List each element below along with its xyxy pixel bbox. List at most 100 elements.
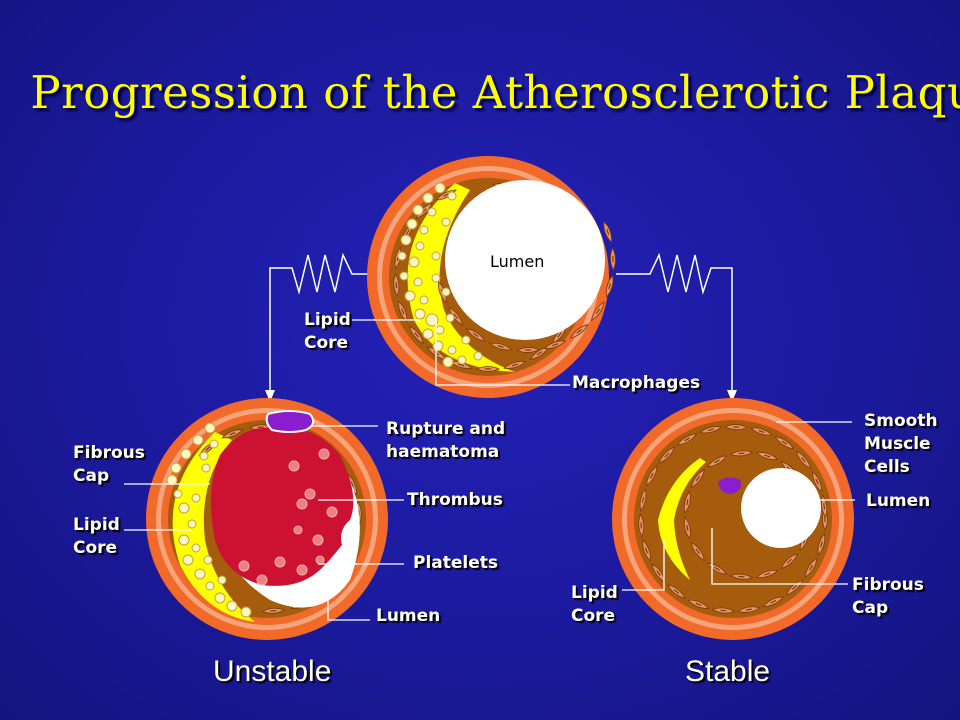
macrophage: [187, 519, 197, 529]
smooth-muscle-cell-nucleus: [684, 437, 690, 442]
macrophage: [415, 241, 425, 251]
smooth-muscle-cell-nucleus: [686, 524, 689, 531]
smooth-muscle-cell-nucleus: [511, 363, 518, 367]
smooth-muscle-cell-nucleus: [695, 602, 702, 606]
smooth-muscle-cell-nucleus: [229, 432, 236, 436]
smooth-muscle-cell-nucleus: [458, 363, 465, 367]
macrophage: [191, 493, 201, 503]
smooth-muscle-cell-nucleus: [781, 440, 788, 445]
lumen-stable: [741, 468, 821, 548]
macrophage: [461, 335, 471, 345]
smooth-muscle-cell-nucleus: [606, 228, 610, 235]
platelet: [288, 460, 300, 472]
macrophage: [447, 191, 457, 201]
smooth-muscle-cell-nucleus: [664, 452, 670, 458]
macrophage: [431, 273, 441, 283]
macrophage: [427, 207, 437, 217]
lumen-top: [445, 180, 605, 340]
smooth-muscle-cell-nucleus: [656, 570, 661, 576]
platelets-label: Platelets: [413, 553, 499, 573]
smooth-muscle-cell-nucleus: [808, 564, 814, 571]
macrophage: [173, 489, 183, 499]
macrophage: [413, 277, 423, 287]
macrophage: [408, 256, 420, 268]
smooth-muscle-cell-nucleus: [714, 566, 720, 571]
macrophage: [217, 575, 227, 585]
smooth-muscle-cell-nucleus: [497, 345, 504, 348]
platelet: [326, 506, 338, 518]
smooth-muscle-cell-nucleus: [673, 589, 680, 594]
smooth-muscle-cell-nucleus: [738, 575, 745, 578]
macrophage: [419, 225, 429, 235]
smooth-muscle-cell-nucleus: [764, 572, 771, 576]
smooth-muscle-cell-nucleus: [453, 313, 458, 319]
smooth-muscle-cell-nucleus: [205, 446, 211, 451]
macrophage: [400, 234, 412, 246]
macrophage: [442, 356, 454, 368]
macrophage: [397, 251, 407, 261]
smooth-muscle-cell-nucleus: [820, 541, 823, 548]
macrophage: [226, 600, 238, 612]
platelet: [274, 556, 286, 568]
macrophage: [194, 568, 206, 580]
smooth-muscle-cell-nucleus: [823, 503, 826, 510]
macrophage: [178, 534, 190, 546]
smooth-muscle-cell-nucleus: [815, 478, 819, 485]
macrophage: [457, 355, 467, 365]
smooth-muscle-cell-nucleus: [576, 329, 582, 334]
macrophage: [445, 313, 455, 323]
macrophage: [178, 502, 190, 514]
macrophage: [240, 606, 252, 618]
macrophage: [434, 182, 446, 194]
smooth-muscle-cell-nucleus: [745, 608, 753, 611]
connector-right: [616, 252, 733, 392]
macrophage: [404, 290, 416, 302]
smooth-muscle-cell-nucleus: [401, 308, 405, 315]
lumen-label-stable: Lumen: [866, 491, 931, 511]
haematoma-shape: [265, 410, 315, 433]
arrowhead-right: [727, 390, 737, 402]
lipid-core-label-unstable: Lipid Core: [73, 515, 120, 558]
leader-lines: [124, 318, 855, 621]
arrowhead-left: [265, 390, 275, 402]
smooth-muscle-cell-nucleus: [714, 459, 720, 464]
smooth-muscle-cell-nucleus: [720, 609, 727, 612]
stable-purple-cell: [718, 477, 741, 494]
macrophage: [205, 581, 215, 591]
macrophage: [441, 217, 451, 227]
smooth-muscle-cell-nucleus: [764, 454, 771, 458]
rupture-label: Rupture and haematoma: [386, 419, 506, 462]
lipid-core-label-top: Lipid Core: [304, 310, 351, 353]
platelet: [312, 534, 324, 546]
smooth-muscle-cell-nucleus: [644, 547, 649, 554]
smooth-muscle-cell-nucleus: [791, 584, 798, 590]
smooth-muscle-cell-nucleus: [350, 481, 354, 488]
macrophage: [447, 345, 457, 355]
thrombus-shape: [211, 426, 354, 586]
macrophage: [204, 422, 216, 434]
smooth-muscle-cell-nucleus: [414, 332, 419, 338]
macrophage: [191, 543, 201, 553]
platelet: [296, 498, 308, 510]
fibrous-cap-label-unstable: Fibrous Cap: [73, 443, 145, 486]
macrophage: [192, 434, 204, 446]
smooth-muscle-cell-nucleus: [595, 308, 601, 315]
macrophage: [180, 448, 192, 460]
macrophage: [406, 218, 418, 230]
smooth-muscle-cell-nucleus: [405, 229, 410, 236]
macrophage: [201, 463, 211, 473]
connector-left: [269, 252, 385, 392]
lumen-label-unstable: Lumen: [376, 606, 441, 626]
smooth-muscle-cell-nucleus: [695, 475, 701, 482]
platelet: [256, 574, 268, 586]
platelet: [296, 564, 308, 576]
platelet: [304, 488, 316, 500]
smooth-muscle-cell-nucleus: [801, 457, 806, 463]
macrophage: [419, 295, 429, 305]
macrophage: [203, 555, 213, 565]
smooth-muscle-cell-nucleus: [557, 332, 562, 338]
macrophages-label: Macrophages: [572, 373, 701, 393]
macrophage: [170, 462, 182, 474]
macrophage: [422, 328, 434, 340]
